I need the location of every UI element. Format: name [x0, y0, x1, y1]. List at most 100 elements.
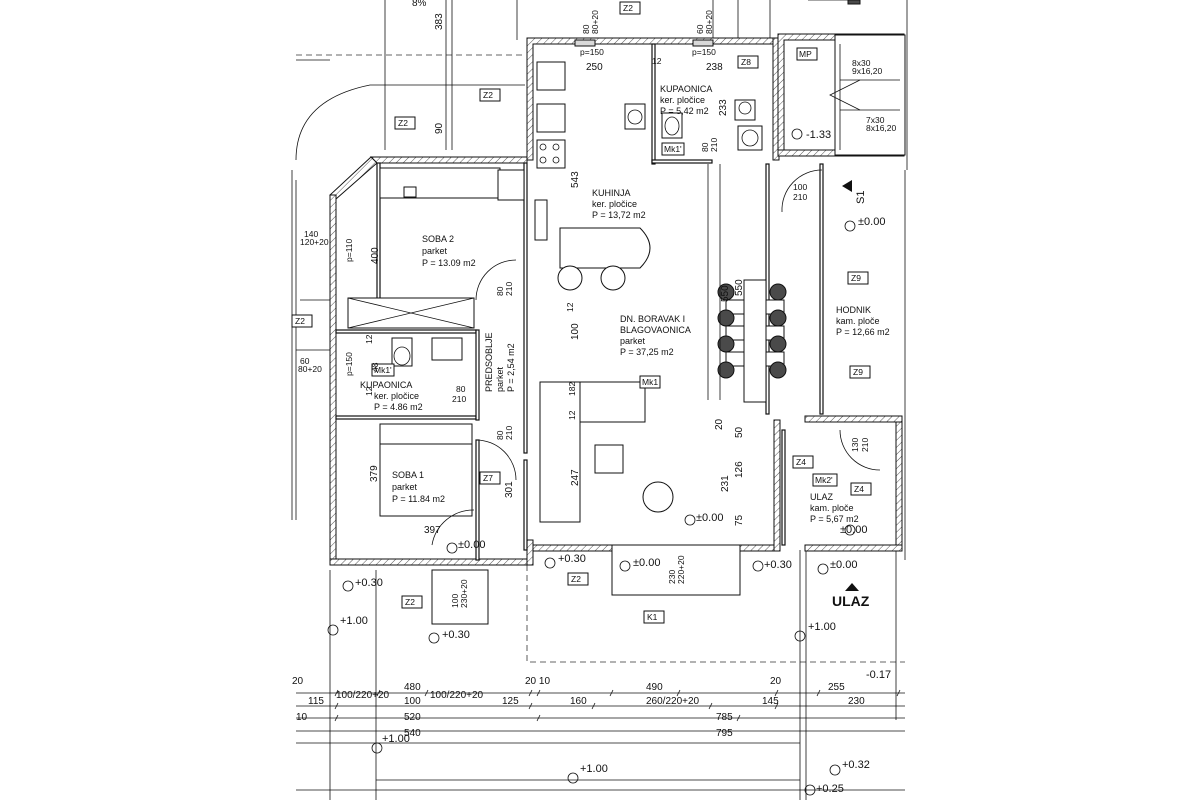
room-name: BLAGOVAONICA — [620, 325, 691, 335]
tag: Z2 — [571, 574, 581, 584]
tag: Z2 — [398, 118, 408, 128]
dim: p=150 — [344, 352, 354, 376]
level-label: +0.30 — [764, 559, 792, 571]
dim: 120+20 — [300, 237, 329, 247]
dim: 400 — [370, 247, 381, 264]
dim: 100 — [404, 696, 421, 707]
room-floor: parket — [392, 482, 418, 492]
dim: 210 — [709, 138, 719, 152]
level-marker — [684, 514, 696, 526]
tag: K1 — [647, 612, 658, 622]
level-label: +0.30 — [442, 629, 470, 641]
level-marker — [817, 563, 829, 575]
level-label: ±0.00 — [840, 524, 867, 536]
room-floor: parket — [422, 246, 448, 256]
dimensions: 8% 383 90 80 80+20 60 80+20 p=150 p=150 … — [292, 0, 870, 739]
dim: 140 — [304, 229, 318, 239]
furniture — [347, 34, 906, 625]
level-marker — [829, 764, 841, 776]
level-marker — [428, 632, 440, 644]
stairs — [829, 0, 900, 150]
room-floor: parket — [495, 366, 505, 392]
stair-label: 8x30 — [852, 58, 871, 68]
level-label: ±0.00 — [830, 559, 857, 571]
dim: 220+20 — [676, 555, 686, 584]
room-floor: ker. pločice — [374, 391, 419, 401]
level-label: +1.00 — [580, 763, 608, 775]
tag: Mk1 — [642, 377, 658, 387]
dim: p=150 — [580, 47, 604, 57]
dim: 60 — [695, 24, 705, 34]
dim: 100 — [793, 182, 807, 192]
level-label: ±0.00 — [458, 539, 485, 551]
dim: 80+20 — [590, 10, 600, 34]
dim: 12 — [565, 302, 575, 312]
tag: Z4 — [854, 484, 864, 494]
room-floor: ker. pločice — [592, 199, 637, 209]
tag: Z2 — [483, 90, 493, 100]
tag: Mk1' — [374, 365, 392, 375]
level-label: +0.30 — [355, 577, 383, 589]
stair-labels: 8x30 9x16,20 7x30 8x16,20 — [852, 58, 897, 133]
room-name: KUPAONICA — [660, 84, 712, 94]
room-floor: kam. ploče — [836, 316, 880, 326]
room-area: P = 13.09 m2 — [422, 258, 476, 268]
room-area: P = 4.86 m2 — [374, 402, 423, 412]
room-name: HODNIK — [836, 305, 871, 315]
dim: 80+20 — [704, 10, 714, 34]
level-label: -0.17 — [866, 669, 891, 681]
dim: 210 — [860, 438, 870, 452]
dimension-ticks — [334, 689, 901, 722]
dim: 20 — [714, 418, 725, 430]
dim: 230 — [667, 570, 677, 584]
dim: 238 — [706, 62, 723, 73]
room-area: P = 13,72 m2 — [592, 210, 646, 220]
dim: 80 — [581, 24, 591, 34]
dim: 80+20 — [298, 364, 322, 374]
dim: 480 — [404, 682, 421, 693]
room-floor: ker. pločice — [660, 95, 705, 105]
dim: 80 — [456, 384, 466, 394]
tag: Z2 — [405, 597, 415, 607]
level-marker — [844, 524, 856, 536]
dim: 10 — [296, 712, 308, 723]
dim: 301 — [504, 481, 515, 498]
level-label: +0.30 — [558, 553, 586, 565]
dim: p=150 — [692, 47, 716, 57]
dim: 230 — [848, 696, 865, 707]
stair-label: 7x30 — [866, 115, 885, 125]
doors — [431, 164, 881, 546]
room-floor: parket — [620, 336, 646, 346]
dim: 20 — [770, 676, 782, 687]
dim: 50 — [734, 426, 745, 438]
level-labels: -1.33 ±0.00 ±0.00 ±0.00 ±0.00 +0.30 +0.3… — [340, 129, 891, 795]
tag: Z2 — [623, 3, 633, 13]
level-marker — [567, 772, 579, 784]
level-marker — [619, 560, 631, 572]
room-name: ULAZ — [810, 492, 834, 502]
dim: 100 — [570, 323, 581, 340]
dim: 100/220+20 — [430, 690, 484, 701]
tag: Z9 — [853, 367, 863, 377]
dim: 80 — [495, 430, 505, 440]
level-marker — [752, 560, 764, 572]
level-label: +0.32 — [842, 759, 870, 771]
dim: 550 — [720, 285, 731, 302]
dim: 80 — [700, 142, 710, 152]
dim: 550 — [734, 279, 745, 296]
level-label: -1.33 — [806, 129, 831, 141]
dim: 250 — [586, 62, 603, 73]
level-marker — [804, 784, 816, 796]
tag: Z7 — [483, 473, 493, 483]
level-marker — [844, 220, 856, 232]
dim: 260/220+20 — [646, 696, 700, 707]
dim: 210 — [793, 192, 807, 202]
level-marker — [544, 557, 556, 569]
level-label: ±0.00 — [633, 557, 660, 569]
element-tags: Z2 Z2 Z2 Z2 Z2 Z2 Z8 MP Mk1' Mk1' Mk1 Mk… — [291, 1, 872, 624]
room-name: SOBA 1 — [392, 470, 424, 480]
dim: 397 — [424, 525, 441, 536]
tag: Mk1' — [664, 144, 682, 154]
dim: 126 — [734, 461, 745, 478]
